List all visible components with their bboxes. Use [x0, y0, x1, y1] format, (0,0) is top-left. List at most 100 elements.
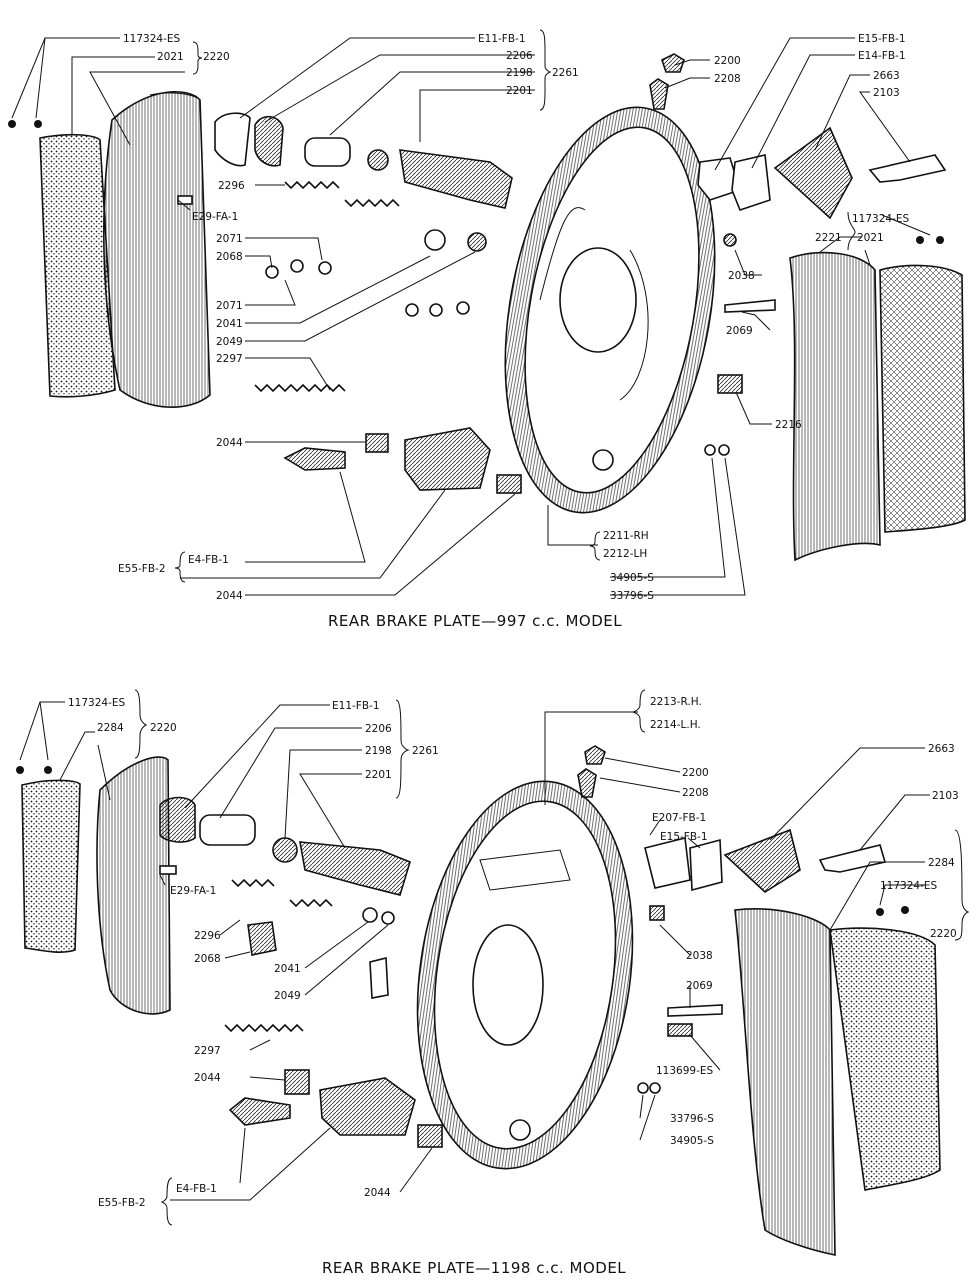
piston-cup	[254, 115, 284, 167]
label-117324-es-b: 117324-ES	[852, 213, 910, 225]
shoe-steady-1198	[723, 828, 801, 894]
brake-lining-left-1198	[21, 779, 81, 953]
label-2068-b: 2068	[194, 953, 221, 965]
label-34905-s-a: 34905-S	[610, 572, 654, 584]
label-e207-fb-1: E207-FB-1	[652, 812, 706, 824]
labels-1198: 117324-ES 2284 2220 E11-FB-1 2206 2198 2…	[68, 696, 959, 1209]
label-2297-b: 2297	[194, 1045, 221, 1057]
leader-lines-997	[11, 37, 931, 596]
label-e29-fa-1-b: E29-FA-1	[170, 885, 216, 897]
brake-shoe-right-1198	[734, 908, 836, 1256]
label-2068-a: 2068	[216, 251, 243, 263]
label-2284-a: 2284	[97, 722, 124, 734]
label-2206-b: 2206	[365, 723, 392, 735]
label-117324-es-a: 117324-ES	[123, 33, 181, 45]
label-2201-b: 2201	[365, 769, 392, 781]
label-2021-a: 2021	[157, 51, 184, 63]
label-2211-rh: 2211-RH	[603, 530, 649, 542]
brake-lining-right-997	[879, 264, 966, 533]
label-2220-a: 2220	[203, 51, 230, 63]
wheel-cylinder-1198	[299, 841, 411, 896]
label-2663-a: 2663	[873, 70, 900, 82]
label-2201-a: 2201	[506, 85, 533, 97]
label-117324-es-c: 117324-ES	[68, 697, 126, 709]
label-2198-a: 2198	[506, 67, 533, 79]
label-e11-fb-1-a: E11-FB-1	[478, 33, 526, 45]
label-2071-b: 2071	[216, 300, 243, 312]
spring-2296b	[344, 198, 400, 208]
label-2220-b: 2220	[150, 722, 177, 734]
label-e15-fb-1-b: E15-FB-1	[660, 831, 708, 843]
label-e15-fb-1-a: E15-FB-1	[858, 33, 906, 45]
label-2038-a: 2038	[728, 270, 755, 282]
label-e55-fb-2-b: E55-FB-2	[98, 1197, 146, 1209]
label-2200-b: 2200	[682, 767, 709, 779]
label-113699-es: 113699-ES	[656, 1065, 714, 1077]
shoe-guide	[697, 157, 741, 201]
label-2261-b: 2261	[412, 745, 439, 757]
anchor-plate-1198	[689, 838, 723, 892]
label-2214-lh: 2214-L.H.	[650, 719, 701, 731]
brake-lining-right-1198	[829, 927, 941, 1191]
shoe-guide-1198	[644, 837, 691, 889]
label-2103-a: 2103	[873, 87, 900, 99]
piston-1198	[199, 814, 256, 846]
adjuster-housing-1198	[319, 1077, 416, 1136]
label-e55-fb-2-a: E55-FB-2	[118, 563, 166, 575]
label-2049-a: 2049	[216, 336, 243, 348]
label-2103-b: 2103	[932, 790, 959, 802]
label-2044-c: 2044	[194, 1072, 221, 1084]
label-e11-fb-1-b: E11-FB-1	[332, 700, 380, 712]
label-34905-s-b: 34905-S	[670, 1135, 714, 1147]
label-2296-a: 2296	[218, 180, 245, 192]
label-2041-a: 2041	[216, 318, 243, 330]
diagram-title-997: REAR BRAKE PLATE—997 c.c. MODEL	[328, 612, 622, 630]
label-2038-b: 2038	[686, 950, 713, 962]
wheel-cylinder	[399, 149, 513, 209]
shoe-steady	[773, 126, 853, 220]
label-2206-a: 2206	[506, 50, 533, 62]
label-e4-fb-1-b: E4-FB-1	[176, 1183, 217, 1195]
adjuster-bolt-1198	[228, 1097, 291, 1126]
brake-shoe-right-997	[789, 251, 881, 562]
brake-shoe-left	[103, 91, 211, 408]
label-2069-b: 2069	[686, 980, 713, 992]
label-2041-b: 2041	[274, 963, 301, 975]
diagram-997: 117324-ES 2021 2220 E11-FB-1 2206 2198 2…	[8, 29, 966, 630]
label-2208-b: 2208	[682, 787, 709, 799]
label-2200-a: 2200	[714, 55, 741, 67]
label-e14-fb-1-a: E14-FB-1	[858, 50, 906, 62]
dust-cover	[214, 112, 251, 167]
spring-2296	[284, 180, 340, 190]
label-e29-fa-1-a: E29-FA-1	[192, 211, 238, 223]
label-2296-b: 2296	[194, 930, 221, 942]
label-2221-a: 2221	[815, 232, 842, 244]
label-2021-b: 2021	[857, 232, 884, 244]
label-2049-b: 2049	[274, 990, 301, 1002]
label-2297-a: 2297	[216, 353, 243, 365]
label-2663-b: 2663	[928, 743, 955, 755]
label-33796-s-b: 33796-S	[670, 1113, 714, 1125]
diagram-title-1198: REAR BRAKE PLATE—1198 c.c. MODEL	[322, 1259, 626, 1277]
brake-lining-left	[39, 133, 116, 398]
brake-shoe-left-1198	[96, 756, 171, 1015]
cup-seal	[367, 149, 389, 171]
label-2212-lh: 2212-LH	[603, 548, 647, 560]
leader-lines-1198	[19, 701, 930, 1201]
label-2044-d: 2044	[364, 1187, 391, 1199]
anchor-plate	[731, 154, 771, 211]
adjuster-housing	[404, 427, 491, 491]
label-2044-a: 2044	[216, 437, 243, 449]
label-2284-b: 2284	[928, 857, 955, 869]
piston	[304, 137, 351, 167]
label-e4-fb-1-a: E4-FB-1	[188, 554, 229, 566]
label-2208-a: 2208	[714, 73, 741, 85]
label-2220-c: 2220	[930, 928, 957, 940]
adjuster-bolt	[283, 447, 346, 471]
label-2213-rh: 2213-R.H.	[650, 696, 702, 708]
spring-2297	[254, 383, 346, 393]
label-2261-a: 2261	[552, 67, 579, 79]
label-2044-b: 2044	[216, 590, 243, 602]
label-2069-a: 2069	[726, 325, 753, 337]
